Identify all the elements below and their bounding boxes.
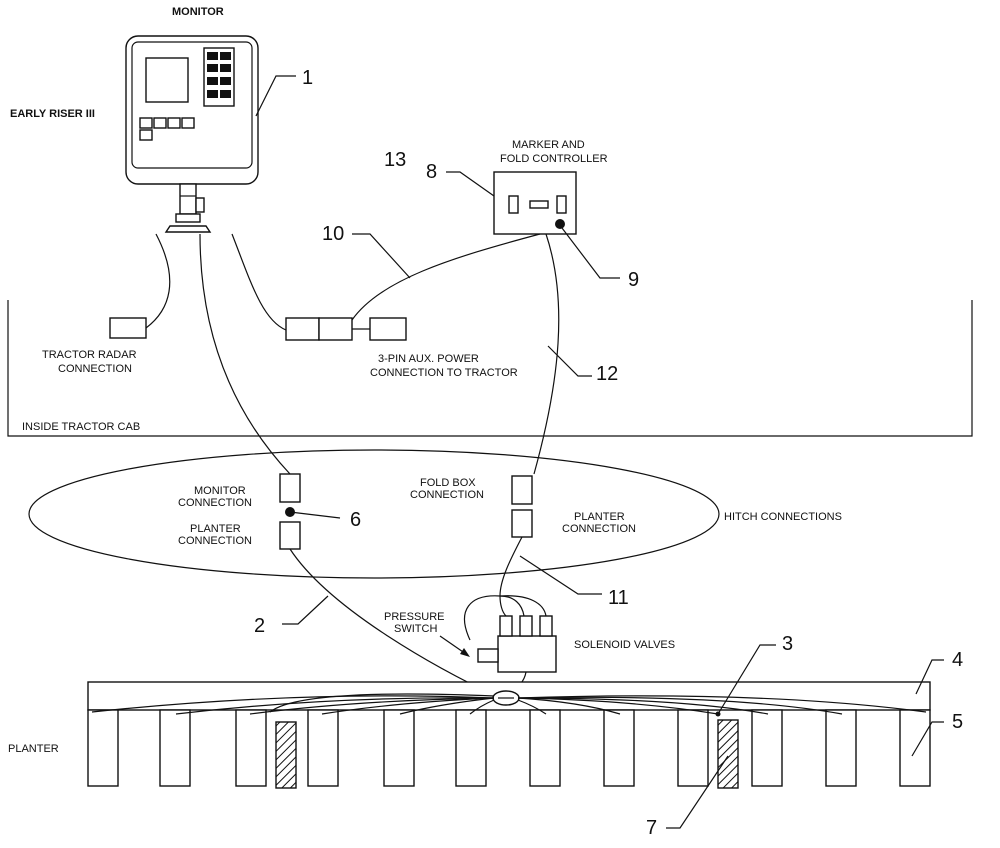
monitor-bezel bbox=[131, 41, 253, 169]
cable-12 bbox=[533, 233, 560, 475]
aux-power-plug-b bbox=[318, 317, 353, 341]
callout-13: 13 bbox=[384, 149, 406, 171]
arrow-icon bbox=[460, 648, 470, 657]
solenoid-label: SOLENOID VALVES bbox=[574, 639, 675, 651]
tractor-radar-label-2: CONNECTION bbox=[58, 363, 132, 375]
callout-11: 11 bbox=[608, 587, 629, 609]
planter-connection-right-label-1: PLANTER bbox=[574, 511, 625, 523]
callout-5: 5 bbox=[952, 711, 963, 733]
monitor-harness bbox=[199, 233, 291, 475]
aux-power-label-2: CONNECTION TO TRACTOR bbox=[370, 367, 518, 379]
shutoff-unit-right bbox=[717, 719, 739, 789]
monitor-title: MONITOR bbox=[172, 6, 224, 18]
tractor-cab-outline bbox=[7, 300, 973, 437]
planter-connection-right-label-2: CONNECTION bbox=[562, 523, 636, 535]
callout-4: 4 bbox=[952, 649, 963, 671]
controller-switch-right bbox=[556, 195, 567, 214]
callout-7: 7 bbox=[646, 817, 657, 839]
callout-2: 2 bbox=[254, 615, 265, 637]
monitor-connection-plug bbox=[279, 473, 301, 503]
monitor-connection-label-2: CONNECTION bbox=[178, 497, 252, 509]
callout-8: 8 bbox=[426, 161, 437, 183]
planter-connection-left-plug bbox=[279, 521, 301, 550]
solenoid-coil-1 bbox=[499, 615, 513, 637]
pressure-switch-label-1: PRESSURE bbox=[384, 611, 445, 623]
cable-11 bbox=[499, 536, 523, 597]
marker-fold-label-2: FOLD CONTROLLER bbox=[500, 153, 608, 165]
pressure-switch bbox=[477, 648, 499, 663]
controller-switch-left bbox=[508, 195, 519, 214]
early-riser-label: EARLY RISER III bbox=[10, 108, 95, 120]
callout-6: 6 bbox=[350, 509, 361, 531]
monitor-screen bbox=[145, 57, 189, 103]
solenoid-coil-3 bbox=[539, 615, 553, 637]
pressure-switch-label-2: SWITCH bbox=[394, 623, 437, 635]
controller-indicator bbox=[555, 219, 565, 229]
shutoff-unit-left bbox=[275, 721, 297, 789]
monitor-connection-label-1: MONITOR bbox=[194, 485, 246, 497]
controller-switch-center bbox=[529, 200, 549, 209]
fold-box-label-1: FOLD BOX bbox=[420, 477, 476, 489]
planter-row-units bbox=[87, 709, 931, 787]
planter-connection-left-label-2: CONNECTION bbox=[178, 535, 252, 547]
marker-fold-label-1: MARKER AND bbox=[512, 139, 585, 151]
tractor-radar-label-1: TRACTOR RADAR bbox=[42, 349, 137, 361]
monitor-unit: MONITOR EARLY RISER III bbox=[10, 6, 259, 233]
fold-box-connection-plug bbox=[511, 475, 533, 505]
hitch-connections-label: HITCH CONNECTIONS bbox=[724, 511, 842, 523]
tractor-radar-plug bbox=[109, 317, 147, 339]
aux-power-plug-c bbox=[369, 317, 407, 341]
hitch-area bbox=[28, 449, 720, 579]
planter-harness bbox=[91, 690, 927, 715]
callout-1: 1 bbox=[302, 67, 313, 89]
solenoid-block bbox=[497, 635, 557, 673]
callout-9: 9 bbox=[628, 269, 639, 291]
planter-connection-right-plug bbox=[511, 509, 533, 538]
planter-label: PLANTER bbox=[8, 743, 59, 755]
aux-power-plug-a bbox=[285, 317, 320, 341]
inside-cab-label: INSIDE TRACTOR CAB bbox=[22, 421, 140, 433]
planter-connection-left-label-1: PLANTER bbox=[190, 523, 241, 535]
aux-power-label-1: 3-PIN AUX. POWER bbox=[378, 353, 479, 365]
monitor-mount bbox=[164, 183, 212, 233]
callout-12: 12 bbox=[596, 363, 618, 385]
callout-3: 3 bbox=[782, 633, 793, 655]
cable-10 bbox=[351, 233, 541, 321]
monitor-buttons bbox=[139, 117, 195, 141]
fold-box-label-2: CONNECTION bbox=[410, 489, 484, 501]
solenoid-coil-2 bbox=[519, 615, 533, 637]
monitor-keypad-keys bbox=[207, 52, 231, 98]
callout-10: 10 bbox=[322, 223, 344, 245]
